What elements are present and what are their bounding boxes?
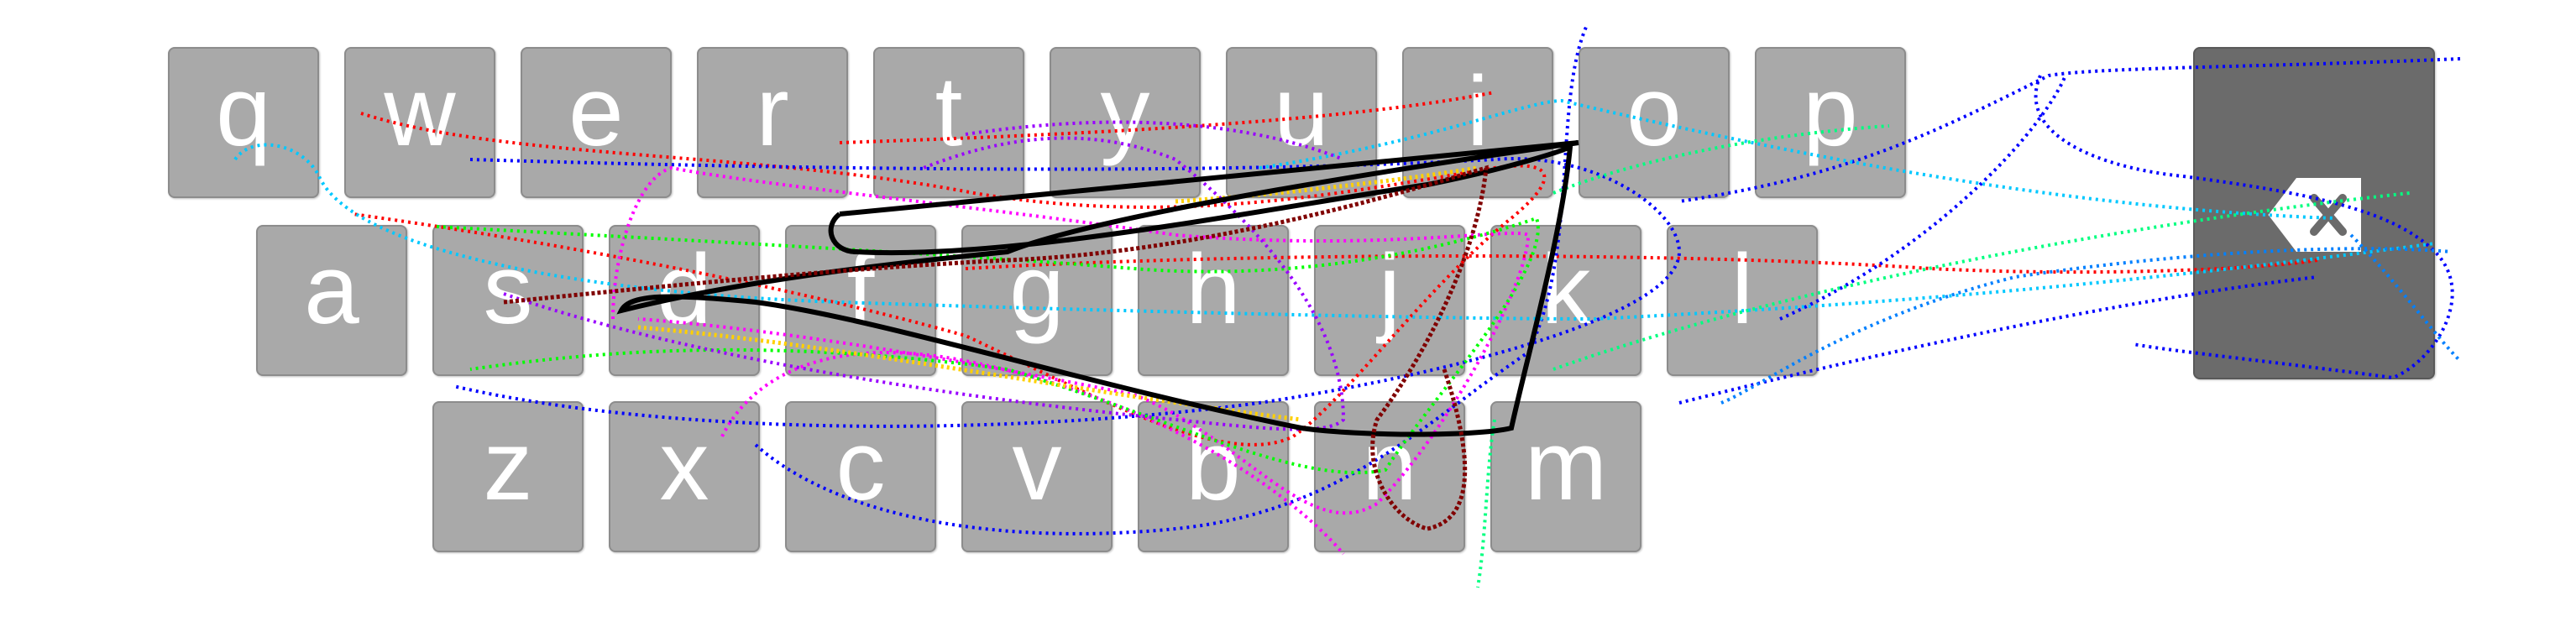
key-z[interactable]: z xyxy=(432,401,584,552)
key-m[interactable]: m xyxy=(1490,401,1641,552)
key-v[interactable]: v xyxy=(961,401,1113,552)
key-o[interactable]: o xyxy=(1579,47,1730,198)
key-h[interactable]: h xyxy=(1138,225,1289,376)
key-e[interactable]: e xyxy=(521,47,672,198)
key-d[interactable]: d xyxy=(609,225,760,376)
key-w[interactable]: w xyxy=(344,47,495,198)
key-i[interactable]: i xyxy=(1402,47,1553,198)
key-x[interactable]: x xyxy=(609,401,760,552)
key-u[interactable]: u xyxy=(1226,47,1377,198)
key-l[interactable]: l xyxy=(1667,225,1818,376)
key-f[interactable]: f xyxy=(785,225,936,376)
key-c[interactable]: c xyxy=(785,401,936,552)
key-n[interactable]: n xyxy=(1314,401,1465,552)
key-r[interactable]: r xyxy=(697,47,848,198)
key-t[interactable]: t xyxy=(873,47,1024,198)
backspace-key[interactable] xyxy=(2193,47,2435,379)
key-p[interactable]: p xyxy=(1755,47,1906,198)
key-a[interactable]: a xyxy=(256,225,407,376)
key-y[interactable]: y xyxy=(1050,47,1201,198)
backspace-icon xyxy=(2268,178,2361,252)
key-s[interactable]: s xyxy=(432,225,584,376)
key-q[interactable]: q xyxy=(168,47,319,198)
key-j[interactable]: j xyxy=(1314,225,1465,376)
key-b[interactable]: b xyxy=(1138,401,1289,552)
key-k[interactable]: k xyxy=(1490,225,1641,376)
key-g[interactable]: g xyxy=(961,225,1113,376)
